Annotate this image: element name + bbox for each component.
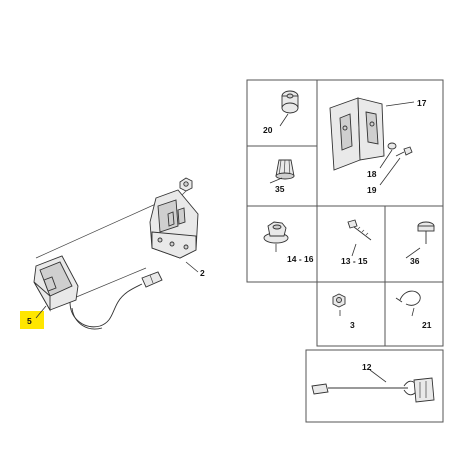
sensor-module-part-5 xyxy=(33,255,79,312)
main-assembly: 5 2 xyxy=(20,177,205,330)
callout-2: 2 xyxy=(200,268,205,278)
bushing-part-20 xyxy=(281,90,299,114)
box-part-13-15: 13 - 15 xyxy=(316,205,386,283)
box-part-36: 36 xyxy=(384,205,444,283)
callout-17: 17 xyxy=(417,98,427,108)
nut-top-bracket xyxy=(175,177,193,202)
callout-13-15: 13 - 15 xyxy=(341,256,368,266)
box-part-3: 3 xyxy=(316,281,386,347)
cable-part-12 xyxy=(311,377,435,403)
cable-connector xyxy=(141,271,163,288)
bolt-part-19 xyxy=(395,146,413,157)
box-part-35: 35 xyxy=(246,145,318,207)
screw-part-36 xyxy=(417,221,435,244)
callout-18: 18 xyxy=(367,169,377,179)
box-part-21: 21 xyxy=(384,281,444,347)
box-part-20: 20 xyxy=(246,79,318,147)
bolt-part-13-15 xyxy=(347,219,372,241)
callout-14-16: 14 - 16 xyxy=(287,254,314,264)
callout-12: 12 xyxy=(362,362,372,372)
clip-part-21 xyxy=(395,290,421,306)
washer-part-18 xyxy=(387,142,397,150)
callout-35: 35 xyxy=(275,184,285,194)
flange-nut-part-14-16 xyxy=(263,221,289,244)
callout-3: 3 xyxy=(350,320,355,330)
box-part-17: 17 18 19 xyxy=(316,79,444,207)
box-part-12: 12 xyxy=(305,349,444,423)
cap-nut-part-35 xyxy=(275,159,295,180)
callout-36: 36 xyxy=(410,256,420,266)
nut-part-3 xyxy=(332,293,346,308)
callout-5-highlight xyxy=(20,311,44,329)
callout-19: 19 xyxy=(367,185,377,195)
bracket-part-2 xyxy=(149,189,199,259)
box-part-14-16: 14 - 16 xyxy=(246,205,318,283)
callout-21: 21 xyxy=(422,320,432,330)
bracket-part-17 xyxy=(329,97,385,171)
callout-5: 5 xyxy=(27,316,32,326)
callout-20: 20 xyxy=(263,125,273,135)
